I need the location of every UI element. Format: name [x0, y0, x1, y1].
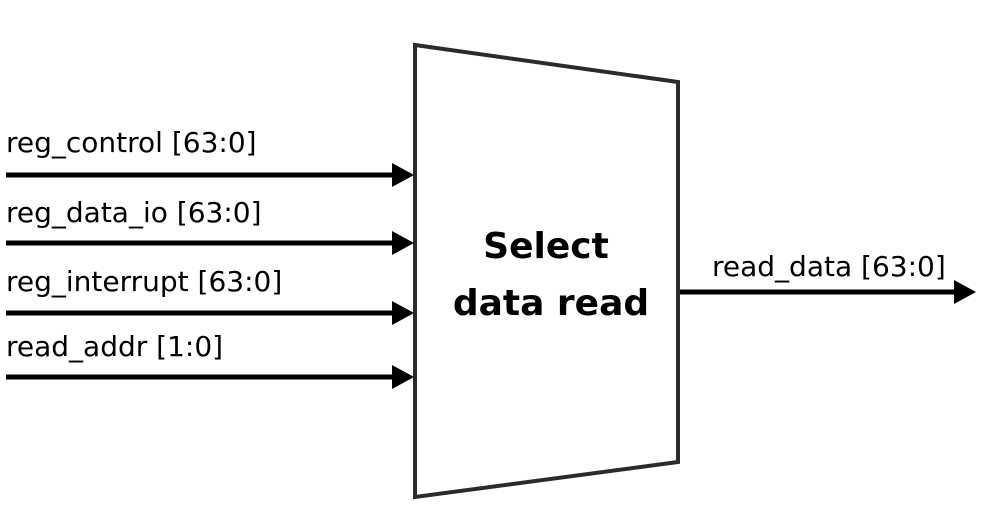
block-label-line1: Select — [483, 226, 609, 267]
block-label-line2: data read — [453, 283, 649, 324]
input-read-addr: read_addr [1:0] — [6, 330, 414, 389]
input-label-reg-data-io: reg_data_io [63:0] — [6, 196, 262, 229]
input-arrowhead-reg-control — [392, 163, 414, 187]
input-arrowhead-read-addr — [392, 365, 414, 389]
input-reg-control: reg_control [63:0] — [6, 126, 414, 187]
input-arrowhead-reg-data-io — [392, 231, 414, 255]
input-label-read-addr: read_addr [1:0] — [6, 330, 223, 363]
select-block-shape — [413, 42, 680, 500]
input-reg-interrupt: reg_interrupt [63:0] — [6, 265, 414, 325]
output-arrowhead-read-data — [954, 280, 976, 304]
input-label-reg-control: reg_control [63:0] — [6, 126, 257, 159]
input-label-reg-interrupt: reg_interrupt [63:0] — [6, 265, 282, 298]
output-read-data: read_data [63:0] — [680, 250, 976, 304]
input-arrowhead-reg-interrupt — [392, 301, 414, 325]
input-reg-data-io: reg_data_io [63:0] — [6, 196, 414, 255]
output-label-read-data: read_data [63:0] — [712, 250, 946, 283]
